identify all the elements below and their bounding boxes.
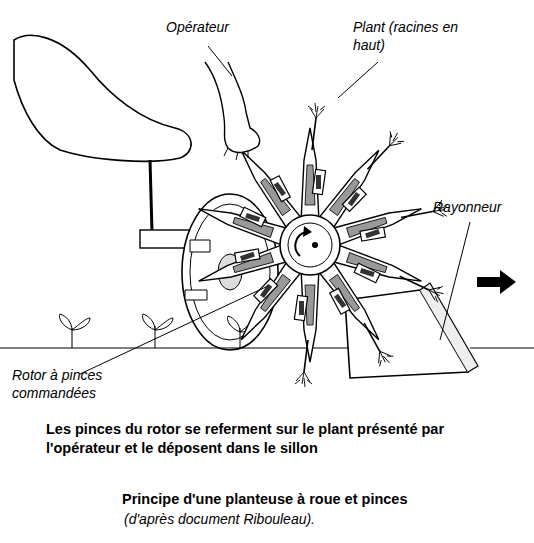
- note-text: Les pinces du rotor se referment sur le …: [46, 420, 486, 458]
- part-label: Opérateur: [166, 18, 276, 36]
- caption-text: Principe d'une planteuse à roue et pince…: [122, 490, 452, 509]
- part-label: Rotor à pinces commandées: [12, 366, 162, 402]
- rayonneur-shape: [345, 283, 478, 378]
- travel-arrow: [477, 270, 516, 294]
- part-label: Rayonneur: [433, 198, 533, 216]
- leader-lines: [80, 46, 470, 374]
- part-label: Plant (racines en haut): [353, 18, 481, 54]
- operator-hand: [205, 62, 260, 160]
- source-note: (d'après document Ribouleau).: [124, 510, 424, 528]
